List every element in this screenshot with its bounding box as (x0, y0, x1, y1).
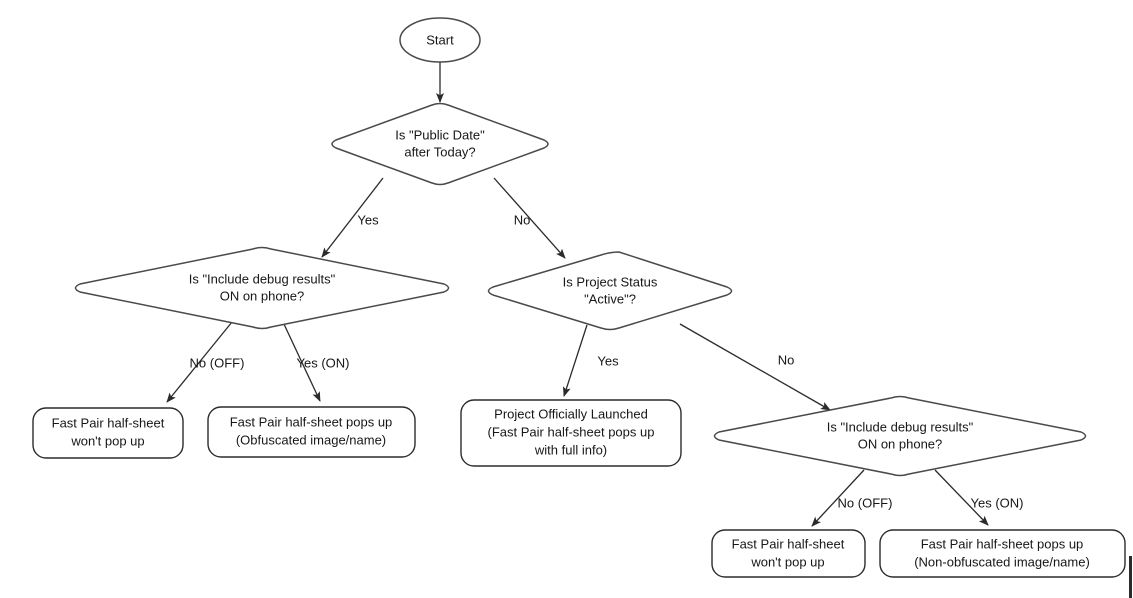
debug-left-diamond (74, 246, 450, 330)
terminal-left-off-line1: Fast Pair half-sheet (52, 415, 165, 430)
node-start[interactable]: Start (399, 17, 481, 63)
debug-right-line1: Is "Include debug results" (827, 419, 974, 434)
right-edge-artifact (1129, 556, 1132, 598)
public-date-line1: Is "Public Date" (395, 127, 485, 142)
debug-left-line2: ON on phone? (220, 288, 305, 303)
node-terminal-left-on[interactable]: Fast Pair half-sheet pops up (Obfuscated… (207, 406, 416, 458)
project-status-line2: "Active"? (584, 291, 636, 306)
edge-labels: Yes No No (OFF) Yes (ON) Yes No No (OFF)… (190, 212, 1024, 510)
edge-public-date-no (493, 177, 566, 259)
debug-right-line2: ON on phone? (858, 436, 943, 451)
terminal-right-on-line1: Fast Pair half-sheet pops up (921, 536, 1084, 551)
node-decision-debug-right[interactable]: Is "Include debug results" ON on phone? (713, 395, 1087, 477)
edge-project-status-no (679, 323, 831, 411)
edge-debug-left-on (282, 321, 321, 402)
start-ellipse (399, 17, 481, 63)
node-terminal-launched[interactable]: Project Officially Launched (Fast Pair h… (460, 399, 682, 467)
terminal-left-on-line2: (Obfuscated image/name) (236, 432, 386, 447)
terminal-left-off-box (32, 407, 184, 459)
node-decision-debug-left[interactable]: Is "Include debug results" ON on phone? (74, 246, 450, 330)
public-date-line2: after Today? (404, 144, 475, 159)
project-status-line1: Is Project Status (563, 274, 658, 289)
edge-label-public-date-no: No (514, 212, 531, 227)
debug-right-diamond (713, 395, 1087, 477)
terminal-right-on-line2: (Non-obfuscated image/name) (914, 554, 1090, 569)
public-date-diamond (331, 102, 549, 186)
terminal-left-on-line1: Fast Pair half-sheet pops up (230, 414, 393, 429)
terminal-launched-line1: Project Officially Launched (494, 406, 648, 421)
edge-debug-left-off (166, 321, 233, 403)
terminal-right-on-box (879, 529, 1126, 578)
edge-label-debug-right-off: No (OFF) (838, 495, 893, 510)
edge-debug-right-off (811, 469, 865, 527)
project-status-diamond (487, 251, 733, 331)
edge-label-project-status-yes: Yes (597, 353, 619, 368)
terminal-launched-box (460, 399, 682, 467)
edge-project-status-yes (562, 324, 588, 397)
node-terminal-right-off[interactable]: Fast Pair half-sheet won't pop up (711, 529, 866, 578)
edge-label-debug-left-off: No (OFF) (190, 355, 245, 370)
edge-public-date-yes (321, 177, 384, 258)
edge-label-project-status-no: No (778, 352, 795, 367)
edge-label-public-date-yes: Yes (357, 212, 379, 227)
terminal-launched-line3: with full info) (534, 442, 607, 457)
start-label: Start (426, 32, 454, 47)
node-terminal-left-off[interactable]: Fast Pair half-sheet won't pop up (32, 407, 184, 459)
node-terminal-right-on[interactable]: Fast Pair half-sheet pops up (Non-obfusc… (879, 529, 1126, 578)
terminal-left-on-box (207, 406, 416, 458)
terminal-launched-line2: (Fast Pair half-sheet pops up (488, 424, 655, 439)
terminal-right-off-line2: won't pop up (750, 554, 824, 569)
connectors (166, 60, 989, 527)
terminal-right-off-box (711, 529, 866, 578)
node-decision-public-date[interactable]: Is "Public Date" after Today? (331, 102, 549, 186)
node-decision-project-status[interactable]: Is Project Status "Active"? (487, 251, 733, 331)
debug-left-line1: Is "Include debug results" (189, 271, 336, 286)
edge-label-debug-left-on: Yes (ON) (297, 355, 350, 370)
terminal-right-off-line1: Fast Pair half-sheet (732, 536, 845, 551)
terminal-left-off-line2: won't pop up (70, 433, 144, 448)
edge-debug-right-on (934, 469, 989, 526)
edge-label-debug-right-on: Yes (ON) (971, 495, 1024, 510)
